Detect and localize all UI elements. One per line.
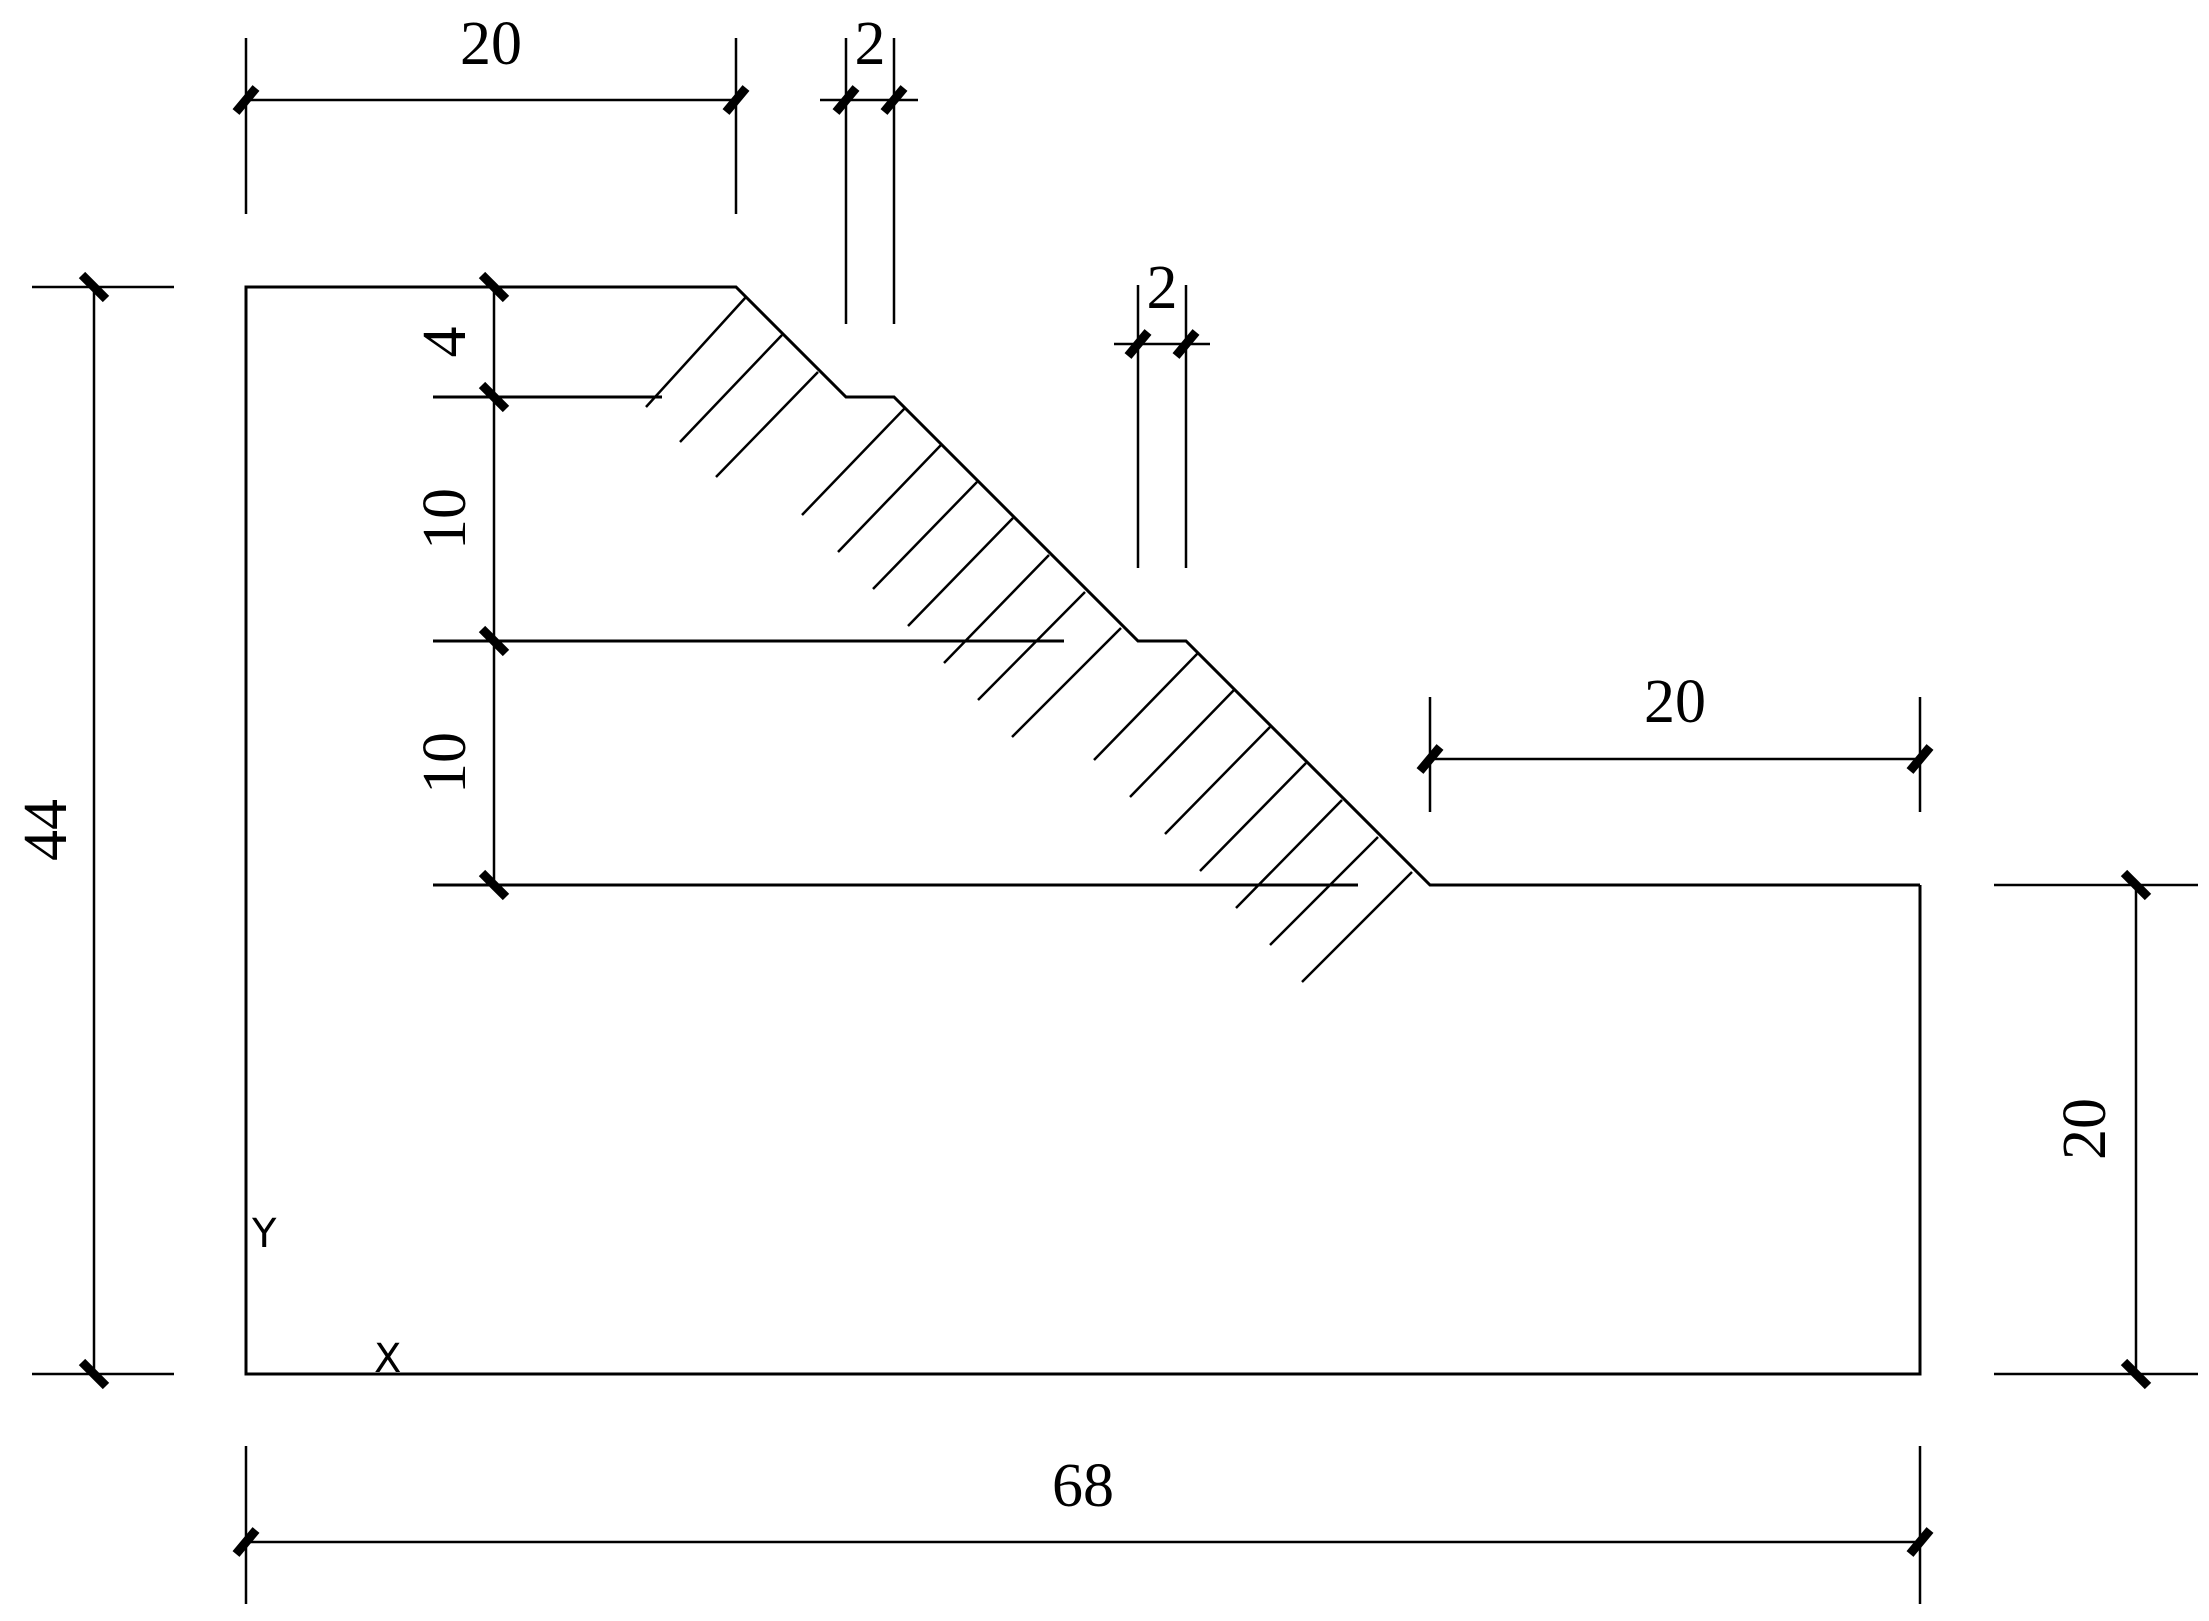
dim-total-height: 44	[12, 271, 174, 1390]
dim-layer-middle-label: 10	[411, 488, 479, 550]
dim-total-width: 68	[232, 1446, 1934, 1604]
dim-berm-upper: 2	[820, 10, 918, 324]
axis-x-label: X	[374, 1336, 401, 1382]
dim-base-height: 20	[1994, 869, 2198, 1390]
dim-toe-bench-label: 20	[1644, 668, 1706, 736]
dim-layer-chain: 4 10 10	[411, 271, 510, 901]
slope-outline	[244, 285, 1922, 1376]
dim-berm-lower: 2	[1114, 254, 1210, 568]
dim-layer-lower-label: 10	[411, 732, 479, 794]
slope-hatching	[645, 296, 1413, 983]
dim-toe-bench: 20	[1416, 668, 1934, 812]
dim-layer-top-label: 4	[411, 327, 479, 358]
dim-base-height-label: 20	[2051, 1098, 2119, 1160]
dim-total-height-label: 44	[12, 799, 80, 861]
dim-top-crest: 20	[232, 10, 750, 214]
ucs-axis-icon: Y X	[245, 1211, 401, 1382]
dim-top-crest-label: 20	[460, 10, 522, 78]
dim-total-width-label: 68	[1052, 1452, 1114, 1520]
dim-berm-upper-label: 2	[855, 10, 886, 78]
dim-berm-lower-label: 2	[1147, 254, 1178, 322]
axis-y-label: Y	[251, 1211, 277, 1257]
